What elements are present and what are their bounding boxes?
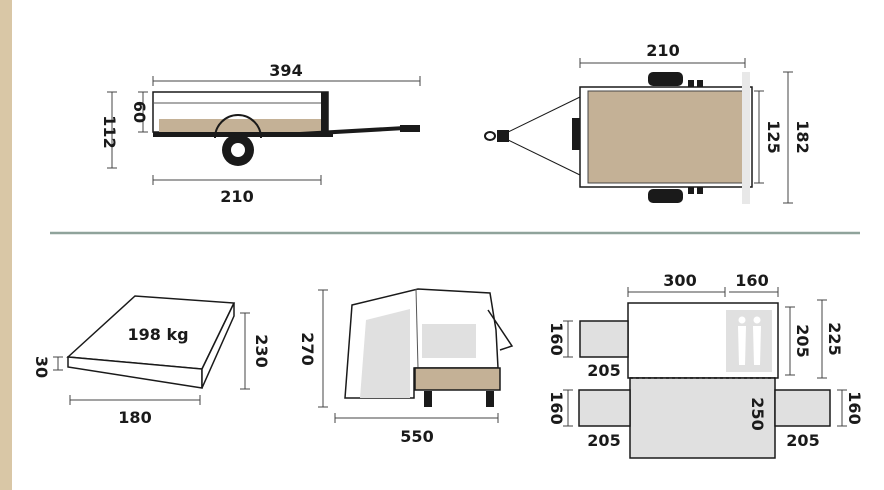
trailer-tailboard (321, 92, 328, 132)
dim-trailer-length: 394 (269, 61, 302, 80)
dim-left-annex-depth: 205 (587, 431, 620, 450)
trailer-side-view: 394 60 112 (100, 61, 421, 206)
dim-annex-width: 160 (547, 322, 566, 355)
wheel-top (648, 72, 683, 86)
mattress-view: 198 kg 30 180 230 (32, 295, 271, 427)
dim-tent-length: 550 (400, 427, 433, 446)
left-annex-lower (578, 389, 631, 427)
dim-box-height: 60 (130, 101, 149, 123)
trailer-top-view: 210 125 1 (484, 41, 812, 204)
dim-overall-depth: 225 (825, 322, 844, 355)
tent-window (422, 324, 476, 358)
hitch-coupler (400, 125, 420, 132)
dim-mattress-width: 180 (118, 408, 151, 427)
left-annex-upper (579, 320, 629, 358)
mattress-weight: 198 kg (127, 325, 188, 344)
dim-right-annex-width: 160 (845, 391, 864, 424)
trailer-deck (587, 90, 747, 184)
dim-annex-depth: 205 (587, 361, 620, 380)
dim-total-height: 112 (100, 115, 119, 148)
dim-wheelbase: 210 (220, 187, 253, 206)
dim-side-length: 160 (735, 271, 768, 290)
dim-right-annex-depth: 205 (786, 431, 819, 450)
coupler-top (497, 130, 509, 142)
dim-awning-depth: 250 (748, 397, 767, 430)
dim-inner-width: 125 (764, 120, 783, 153)
dim-bedroom-depth: 205 (793, 324, 812, 357)
tent-trailer-base (414, 367, 501, 391)
wheel-bottom (648, 189, 683, 203)
dim-outer-width: 182 (793, 120, 812, 153)
right-annex-lower (774, 389, 831, 427)
dim-top-length: 210 (646, 41, 679, 60)
dim-tent-height: 270 (298, 332, 317, 365)
dim-left-annex-width: 160 (547, 391, 566, 424)
tent-side-view: 270 550 (298, 288, 514, 446)
floor-plan: 300 160 160 205 20 (547, 271, 864, 459)
dim-mattress-depth: 230 (252, 334, 271, 367)
dim-main-length: 300 (663, 271, 696, 290)
awning-area (629, 377, 776, 459)
sleepers-icon (738, 316, 761, 365)
trailer-bed (159, 119, 322, 132)
sleeping-area (726, 310, 772, 372)
dim-mattress-thickness: 30 (32, 356, 51, 378)
tent-door (360, 309, 410, 398)
